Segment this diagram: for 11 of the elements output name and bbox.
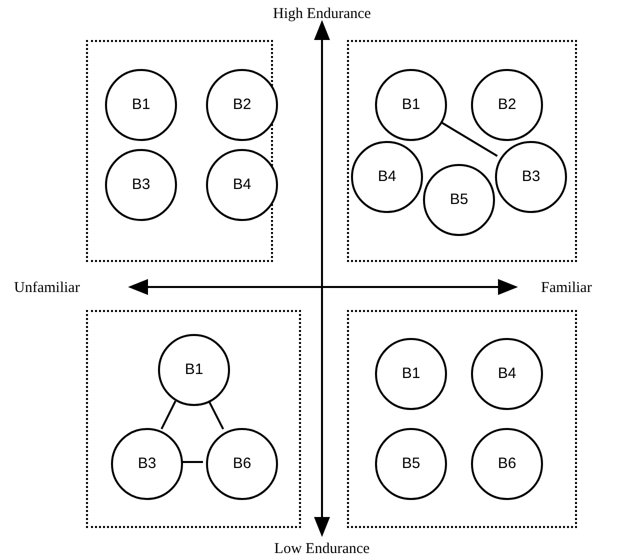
connector-line: [440, 121, 498, 157]
connector-line: [182, 461, 203, 463]
axis-label: High Endurance: [273, 6, 371, 22]
connector-line: [160, 400, 176, 430]
connector-line: [208, 400, 224, 430]
axis-label: Low Endurance: [274, 541, 370, 557]
quadrant-box: [347, 310, 577, 528]
quadrant-box: [86, 310, 301, 528]
quadrant-box: [347, 40, 577, 262]
axis-label: Familiar: [541, 280, 592, 296]
axis-label: Unfamiliar: [14, 280, 80, 296]
